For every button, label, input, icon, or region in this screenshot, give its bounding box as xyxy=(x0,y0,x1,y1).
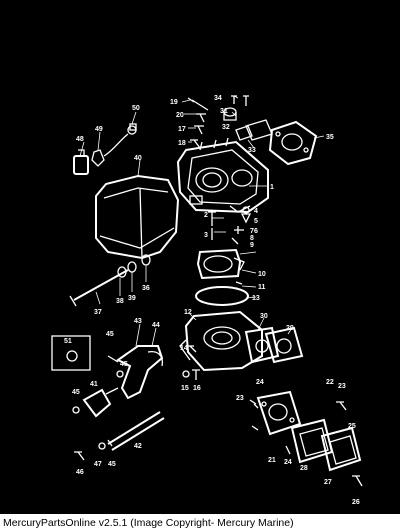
callout-45c: 45 xyxy=(72,389,80,396)
callout-36: 36 xyxy=(142,285,150,292)
fuel-hose-fitting xyxy=(107,345,164,400)
callout-2: 2 xyxy=(204,212,208,219)
fuel-pump-lower xyxy=(249,390,363,487)
callout-32: 32 xyxy=(222,124,230,131)
callout-24: 24 xyxy=(256,379,264,386)
float-and-needle xyxy=(196,206,252,291)
inset-box xyxy=(51,335,91,371)
callout-numbers: 1 2 3 4 5 6 7 8 9 10 11 12 13 14 15 16 1… xyxy=(64,95,360,506)
long-bolt xyxy=(69,254,151,307)
callout-22: 22 xyxy=(326,379,334,386)
callout-27: 27 xyxy=(324,479,332,486)
callout-34: 34 xyxy=(214,95,222,102)
callout-26: 26 xyxy=(352,499,360,506)
callout-28: 28 xyxy=(300,465,308,472)
callout-46: 46 xyxy=(76,469,84,476)
exploded-parts-diagram: 1 2 3 4 5 6 7 8 9 10 11 12 13 14 15 16 1… xyxy=(51,95,363,506)
callout-37: 37 xyxy=(94,309,102,316)
callout-45d: 45 xyxy=(108,461,116,468)
callout-48: 48 xyxy=(76,136,84,143)
callout-3: 3 xyxy=(204,232,208,239)
callout-6: 6 xyxy=(254,228,258,235)
carburetor-exploded-view: 1 2 3 4 5 6 7 8 9 10 11 12 13 14 15 16 1… xyxy=(51,95,363,506)
callout-47: 47 xyxy=(94,461,102,468)
callout-23b: 23 xyxy=(236,395,244,402)
callout-13: 13 xyxy=(252,295,260,302)
o-ring xyxy=(195,286,249,306)
callout-7: 7 xyxy=(250,228,254,235)
fuel-fitting xyxy=(72,387,119,418)
mounting-plate xyxy=(223,95,318,166)
callout-40: 40 xyxy=(134,155,142,162)
callout-38: 38 xyxy=(116,298,124,305)
callout-20: 20 xyxy=(176,112,184,119)
callout-9: 9 xyxy=(250,242,254,249)
screws-lower-left xyxy=(74,439,113,461)
callout-41: 41 xyxy=(90,381,98,388)
fuel-pump-housing xyxy=(179,310,304,372)
callout-21: 21 xyxy=(268,457,276,464)
callout-43: 43 xyxy=(134,318,142,325)
callout-1: 1 xyxy=(270,184,274,191)
callout-30: 30 xyxy=(260,313,268,320)
copyright-footer: MercuryPartsOnline v2.5.1 (Image Copyrig… xyxy=(0,514,400,532)
callout-10: 10 xyxy=(258,271,266,278)
callout-29: 29 xyxy=(286,325,294,332)
callout-15: 15 xyxy=(181,385,189,392)
callout-24b: 24 xyxy=(284,459,292,466)
callout-39: 39 xyxy=(128,295,136,302)
choke-solenoid xyxy=(73,123,137,175)
callout-45: 45 xyxy=(106,331,114,338)
callout-35: 35 xyxy=(326,134,334,141)
callout-42: 42 xyxy=(134,443,142,450)
callout-31: 31 xyxy=(220,108,228,115)
callout-25: 25 xyxy=(348,423,356,430)
air-silencer-cover xyxy=(95,174,180,260)
callout-14: 14 xyxy=(180,345,188,352)
callout-12: 12 xyxy=(184,309,192,316)
fuel-tube xyxy=(107,411,165,451)
callout-23: 23 xyxy=(338,383,346,390)
callout-5: 5 xyxy=(254,218,258,225)
leader-lines xyxy=(79,95,325,347)
callout-49: 49 xyxy=(95,126,103,133)
callout-50: 50 xyxy=(132,105,140,112)
callout-44: 44 xyxy=(152,322,160,329)
callout-11: 11 xyxy=(258,284,266,291)
callout-4: 4 xyxy=(254,208,258,215)
callout-16: 16 xyxy=(193,385,201,392)
screws-middle xyxy=(182,345,200,380)
callout-8: 8 xyxy=(250,235,254,242)
callout-17: 17 xyxy=(178,126,186,133)
callout-33: 33 xyxy=(248,147,256,154)
screws-upper xyxy=(187,97,209,149)
callout-19: 19 xyxy=(170,99,178,106)
callout-45b: 45 xyxy=(120,361,128,368)
callout-51: 51 xyxy=(64,338,72,345)
callout-18: 18 xyxy=(178,140,186,147)
